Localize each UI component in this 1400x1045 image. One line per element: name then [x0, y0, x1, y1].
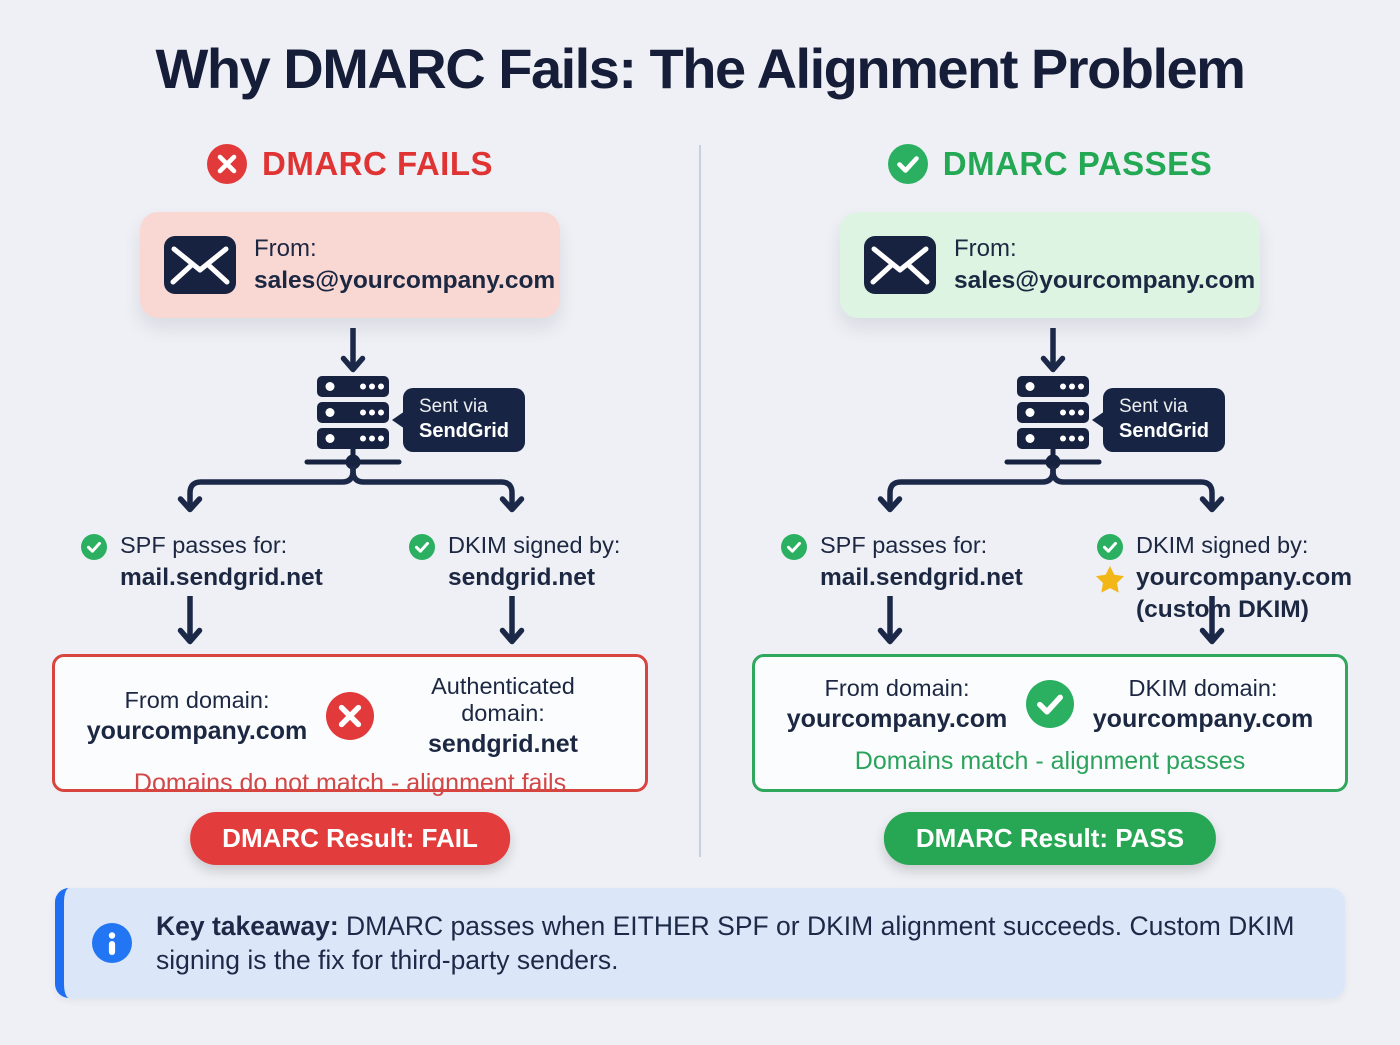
- from-domain-block: From domain: yourcompany.com: [81, 687, 313, 746]
- info-icon: [92, 923, 132, 963]
- server-icon: [293, 376, 413, 478]
- spf-domain: mail.sendgrid.net: [820, 564, 1023, 591]
- spf-branch-icons: [780, 532, 808, 592]
- from-text: From: sales@yourcompany.com: [254, 235, 555, 295]
- dkim-domain-label: DKIM domain:: [1128, 674, 1278, 701]
- takeaway-text: Key takeaway: DMARC passes when EITHER S…: [156, 909, 1301, 977]
- alignment-verdict: Domains do not match - alignment fails: [133, 769, 567, 797]
- dkim-domain-value: yourcompany.com: [1092, 704, 1314, 733]
- branch-connector: [700, 463, 1400, 531]
- dkim-label: DKIM signed by:: [448, 532, 621, 558]
- arrow-down-icon: [877, 596, 903, 648]
- pass-header: DMARC PASSES: [700, 144, 1400, 184]
- check-circle-icon: [781, 534, 807, 560]
- sent-via-bubble: Sent via SendGrid: [1103, 388, 1226, 452]
- dkim-branch-text: DKIM signed by: sendgrid.net: [448, 532, 620, 592]
- sent-via-label: Sent via: [419, 396, 488, 417]
- fail-from-card: From: sales@yourcompany.com: [140, 212, 560, 318]
- fail-header: DMARC FAILS: [0, 144, 700, 184]
- fail-alignment-box: From domain: yourcompany.com Authenticat…: [52, 654, 648, 797]
- server-icon: [993, 376, 1113, 478]
- from-domain-label: From domain:: [124, 686, 270, 713]
- dkim-domain-block: DKIM domain: yourcompany.com: [1087, 675, 1319, 734]
- pass-from-card: From: sales@yourcompany.com: [840, 212, 1260, 318]
- dkim-branch-icons: [408, 532, 436, 592]
- arrow-down-icon: [1199, 596, 1225, 648]
- pass-header-label: DMARC PASSES: [942, 145, 1213, 182]
- from-address: sales@yourcompany.com: [254, 267, 556, 294]
- check-circle-icon: [81, 534, 107, 560]
- auth-domain-block: Authenticated domain: sendgrid.net: [387, 673, 619, 759]
- x-circle-icon: [207, 144, 247, 184]
- takeaway-lead: Key takeaway:: [156, 911, 339, 941]
- check-circle-icon: [1019, 680, 1081, 728]
- sent-via-label: Sent via: [1119, 396, 1188, 417]
- page-title: Why DMARC Fails: The Alignment Problem: [155, 37, 1246, 100]
- auth-domain-value: sendgrid.net: [427, 730, 578, 758]
- star-icon: [1095, 564, 1125, 595]
- spf-label: SPF passes for:: [820, 532, 988, 558]
- sent-via-bubble: Sent via SendGrid: [403, 388, 526, 452]
- arrow-down-icon: [1040, 328, 1066, 376]
- auth-domain-label: Authenticated domain:: [431, 673, 575, 726]
- dkim-branch: DKIM signed by: yourcompany.com (custom …: [1095, 532, 1352, 624]
- spf-domain: mail.sendgrid.net: [120, 564, 323, 591]
- check-circle-icon: [1097, 534, 1123, 560]
- takeaway-body: DMARC passes when EITHER SPF or DKIM ali…: [156, 911, 1295, 975]
- from-label: From:: [954, 235, 1017, 262]
- from-address: sales@yourcompany.com: [954, 267, 1256, 294]
- dkim-note: (custom DKIM): [1136, 596, 1309, 623]
- dkim-domain: yourcompany.com: [1136, 564, 1353, 591]
- spf-branch: SPF passes for: mail.sendgrid.net: [780, 532, 1023, 592]
- spf-branch-icons: [80, 532, 108, 592]
- arrow-down-icon: [177, 596, 203, 648]
- dkim-domain: sendgrid.net: [448, 564, 596, 591]
- from-domain-value: yourcompany.com: [86, 716, 308, 745]
- x-circle-icon: [319, 692, 381, 740]
- from-domain-block: From domain: yourcompany.com: [781, 675, 1013, 734]
- dkim-branch: DKIM signed by: sendgrid.net: [408, 532, 620, 592]
- alignment-verdict: Domains match - alignment passes: [854, 746, 1246, 775]
- check-circle-icon: [887, 144, 928, 184]
- from-domain-label: From domain:: [824, 674, 970, 701]
- from-domain-value: yourcompany.com: [786, 704, 1008, 733]
- arrow-down-icon: [499, 596, 525, 648]
- pass-result-pill: DMARC Result: PASS: [883, 812, 1217, 865]
- fail-result-pill: DMARC Result: FAIL: [190, 812, 510, 865]
- key-takeaway-callout: Key takeaway: DMARC passes when EITHER S…: [55, 888, 1345, 998]
- column-divider: [699, 145, 701, 857]
- spf-branch-text: SPF passes for: mail.sendgrid.net: [820, 532, 1023, 592]
- spf-branch: SPF passes for: mail.sendgrid.net: [80, 532, 323, 592]
- fail-column: DMARC FAILS From: sales@yourcompany.com: [0, 130, 700, 890]
- pass-alignment-box: From domain: yourcompany.com DKIM domain…: [752, 654, 1348, 792]
- spf-branch-text: SPF passes for: mail.sendgrid.net: [120, 532, 323, 592]
- envelope-icon: [864, 236, 936, 294]
- dkim-branch-text: DKIM signed by: yourcompany.com (custom …: [1136, 532, 1352, 624]
- arrow-down-icon: [340, 328, 366, 376]
- pass-column: DMARC PASSES From: sales@yourcompany.com: [700, 130, 1400, 890]
- envelope-icon: [164, 236, 236, 294]
- from-text: From: sales@yourcompany.com: [954, 235, 1255, 295]
- check-circle-icon: [409, 534, 435, 560]
- fail-header-label: DMARC FAILS: [262, 145, 493, 182]
- sent-via-provider: SendGrid: [1119, 420, 1210, 442]
- dkim-label: DKIM signed by:: [1136, 532, 1309, 558]
- sent-via-provider: SendGrid: [419, 420, 510, 442]
- from-label: From:: [254, 235, 317, 262]
- spf-label: SPF passes for:: [120, 532, 288, 558]
- dkim-branch-icons: [1095, 532, 1125, 624]
- branch-connector: [0, 463, 700, 531]
